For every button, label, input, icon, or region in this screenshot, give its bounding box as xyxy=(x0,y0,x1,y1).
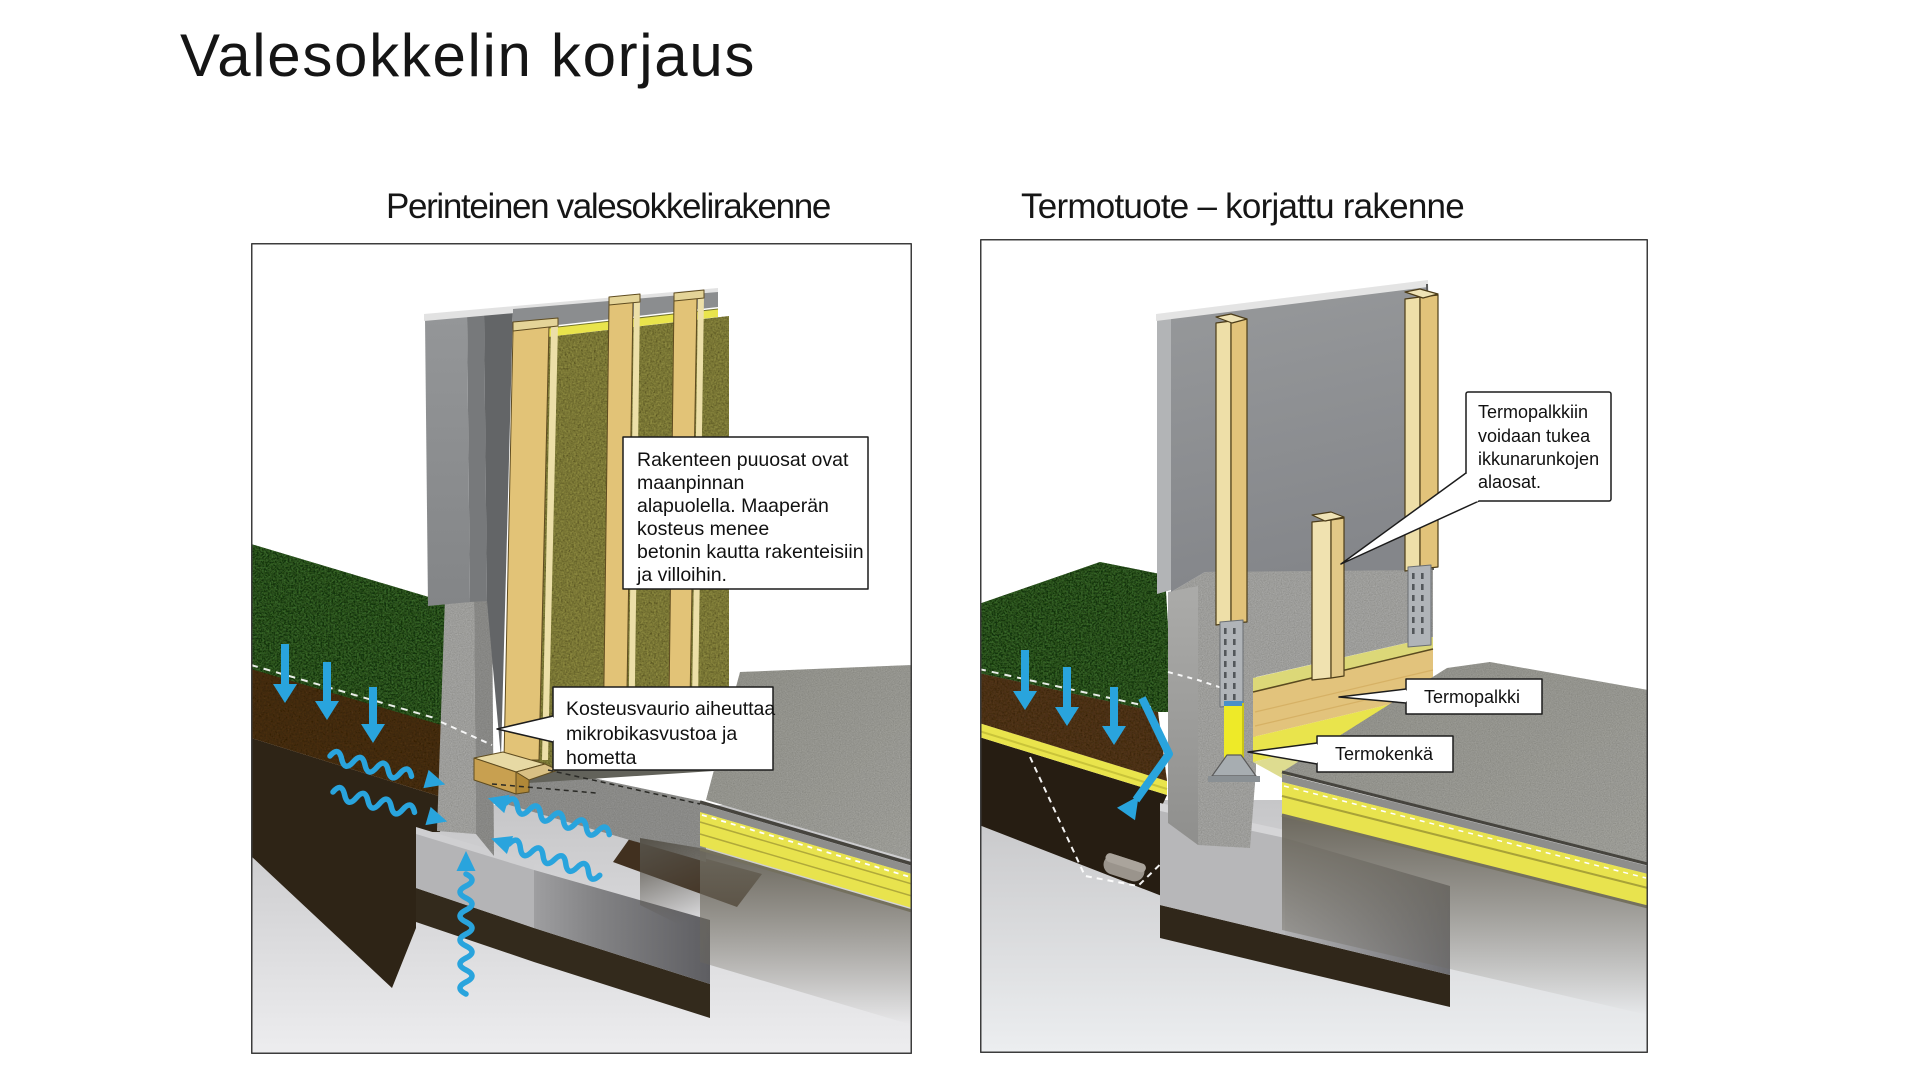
svg-text:Rakenteen puuosat ovat: Rakenteen puuosat ovat xyxy=(637,449,849,471)
svg-text:alaosat.: alaosat. xyxy=(1478,472,1541,492)
svg-text:hometta: hometta xyxy=(566,747,637,769)
svg-text:mikrobikasvustoa ja: mikrobikasvustoa ja xyxy=(566,723,737,745)
svg-text:alapuolella. Maaperän: alapuolella. Maaperän xyxy=(637,495,829,517)
svg-text:ikkunarunkojen: ikkunarunkojen xyxy=(1478,449,1599,469)
svg-text:Kosteusvaurio aiheuttaa: Kosteusvaurio aiheuttaa xyxy=(566,698,775,720)
svg-text:Termokenkä: Termokenkä xyxy=(1335,744,1434,764)
svg-text:ja villoihin.: ja villoihin. xyxy=(636,564,727,586)
svg-text:Termopalkkiin: Termopalkkiin xyxy=(1478,402,1588,422)
svg-text:Termopalkki: Termopalkki xyxy=(1424,687,1520,707)
svg-text:voidaan tukea: voidaan tukea xyxy=(1478,426,1591,446)
svg-text:betonin kautta rakenteisiin: betonin kautta rakenteisiin xyxy=(637,541,864,563)
svg-text:kosteus menee: kosteus menee xyxy=(637,518,769,540)
svg-text:maanpinnan: maanpinnan xyxy=(637,472,744,494)
